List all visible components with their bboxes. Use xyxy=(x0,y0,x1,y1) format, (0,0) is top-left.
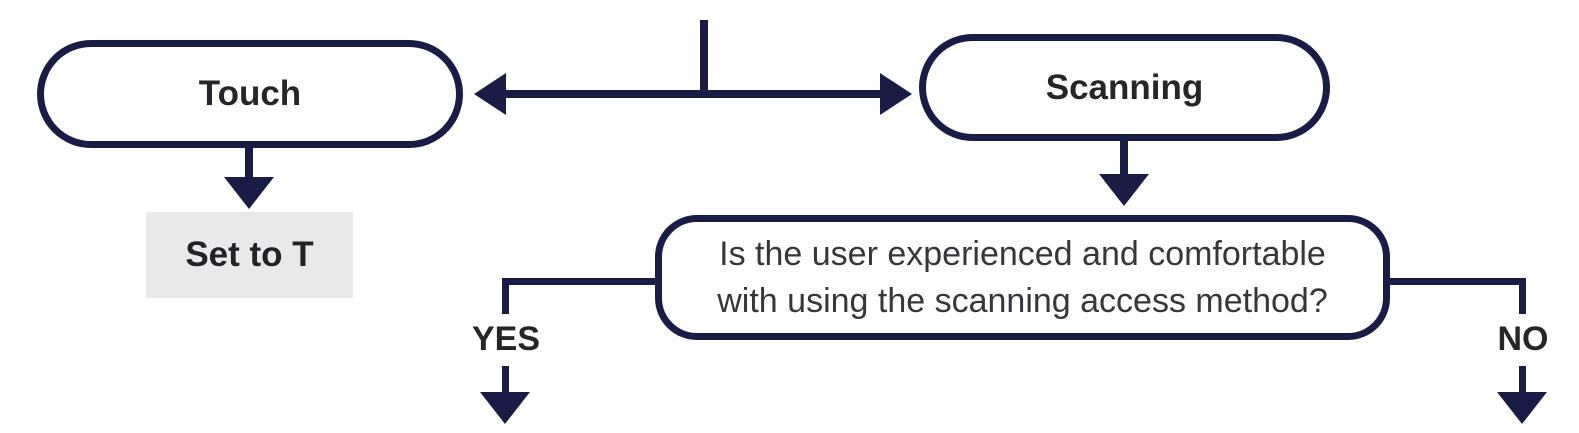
question-node: Is the user experienced and comfortable … xyxy=(655,215,1390,340)
set-to-t-node-label: Set to T xyxy=(185,235,314,274)
no-branch-arrowhead-icon xyxy=(1497,392,1547,424)
touch-node: Touch xyxy=(37,40,463,148)
no-branch-label: NO xyxy=(1497,320,1549,358)
scanning-to-question-line xyxy=(1120,140,1128,176)
question-node-text-line2: with using the scanning access method? xyxy=(717,281,1328,320)
arrowhead-right-icon xyxy=(880,73,912,115)
yes-branch-label: YES xyxy=(471,320,541,358)
scanning-to-question-arrowhead-icon xyxy=(1099,174,1149,206)
arrowhead-left-icon xyxy=(474,73,506,115)
yes-branch-arrow-line xyxy=(502,366,509,394)
yes-branch-arrowhead-icon xyxy=(480,392,530,424)
top-connector-line xyxy=(700,20,708,98)
yes-branch-horizontal-line xyxy=(502,278,662,285)
question-node-text-line1: Is the user experienced and comfortable xyxy=(719,234,1326,273)
no-branch-arrow-line xyxy=(1519,366,1526,394)
touch-node-label: Touch xyxy=(198,74,302,113)
touch-to-sett-line xyxy=(245,147,253,179)
scanning-node-label: Scanning xyxy=(1045,67,1204,107)
no-branch-vertical-stub xyxy=(1519,278,1526,314)
yes-branch-vertical-stub xyxy=(502,278,509,314)
scanning-node: Scanning xyxy=(919,34,1330,141)
set-to-t-node: Set to T xyxy=(146,212,353,298)
bidirectional-connector-line xyxy=(500,90,884,98)
touch-to-sett-arrowhead-icon xyxy=(224,177,274,209)
no-branch-horizontal-line xyxy=(1383,278,1526,285)
